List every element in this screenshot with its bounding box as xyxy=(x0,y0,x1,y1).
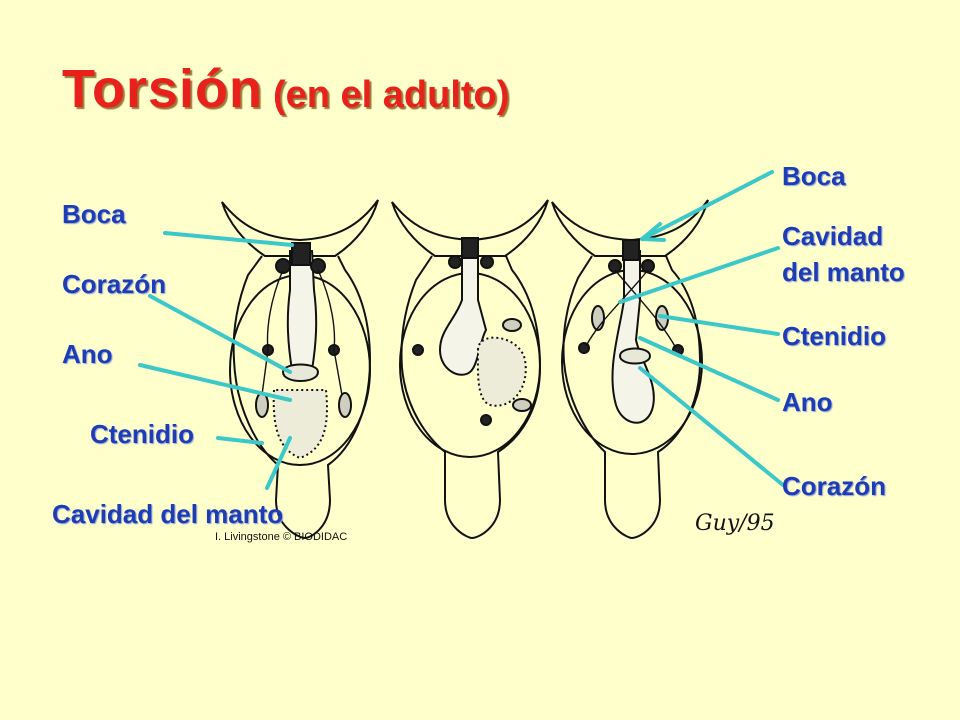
snail-2-mantle-cavity xyxy=(476,336,527,407)
snail-3-crossed-nerve-a xyxy=(614,269,677,349)
snail-twisting xyxy=(391,199,549,540)
label-right-ano: Ano xyxy=(782,387,833,417)
label-left-ctenidio: Ctenidio xyxy=(90,419,194,449)
snail-3-gut xyxy=(611,250,655,424)
label-left-boca: Boca xyxy=(62,199,126,229)
pointer-right-cavidad xyxy=(618,246,780,304)
pointer-right-ctenidio xyxy=(658,314,780,336)
snail-1-gill-r xyxy=(338,392,352,418)
snail-pre-torsion xyxy=(221,199,379,540)
snail-1-ganglion-r xyxy=(310,258,326,274)
title-main: Torsión xyxy=(62,59,263,119)
snail-1-mouth xyxy=(291,242,311,266)
snail-2-mouth xyxy=(461,237,479,259)
snail-3-heart xyxy=(618,347,652,365)
snail-2-ganglion-l xyxy=(448,255,462,269)
snail-1-ganglion-l xyxy=(275,258,291,274)
snail-1-heart xyxy=(281,363,320,382)
label-right-ctenidio: Ctenidio xyxy=(782,321,886,351)
snail-1-head xyxy=(221,199,379,257)
snail-post-torsion xyxy=(551,199,709,540)
snail-1-gill-l xyxy=(255,392,269,418)
label-right-cavidad-line1: Cavidad xyxy=(782,221,884,251)
pointer-left-ctenidio xyxy=(216,436,264,445)
snail-3-body xyxy=(562,255,702,540)
slide-title: Torsión(en el adulto) xyxy=(62,58,509,120)
snail-2-node-b xyxy=(480,414,492,426)
label-left-cavidad: Cavidad del manto xyxy=(52,499,284,529)
snail-1-mantle-cavity xyxy=(272,389,328,460)
snail-2-node-a xyxy=(412,344,424,356)
snail-3-ganglion-r xyxy=(641,259,655,273)
snail-2-gill-top xyxy=(502,318,522,332)
left-pointers xyxy=(138,231,294,490)
snail-1-nerve-l xyxy=(261,269,284,396)
label-right-cavidad-line2: del manto xyxy=(782,257,905,287)
pointer-right-corazon xyxy=(638,366,785,487)
snail-2-gill-bottom xyxy=(512,398,532,412)
snail-2-head xyxy=(391,199,549,257)
pointer-right-boca-arrowhead xyxy=(640,222,666,242)
snail-3-mouth xyxy=(622,239,640,261)
pointer-right-ano xyxy=(638,336,780,402)
pointer-left-cavidad xyxy=(265,436,292,490)
label-left-corazon: Corazón xyxy=(62,269,166,299)
title-sub: (en el adulto) xyxy=(272,74,510,116)
label-right-boca: Boca xyxy=(782,161,846,191)
label-left-ano: Ano xyxy=(62,339,113,369)
snail-3-head xyxy=(551,199,709,257)
pointer-left-corazon xyxy=(148,294,292,374)
right-pointers xyxy=(618,170,785,487)
snail-3-gill-l xyxy=(591,305,605,331)
snail-3-crossed-nerve-b xyxy=(585,269,649,347)
snail-1-nerve-r xyxy=(317,269,343,396)
pointer-right-boca xyxy=(646,170,774,238)
snail-2-ganglion-r xyxy=(480,255,494,269)
snail-3-ganglion-l xyxy=(608,259,622,273)
author-signature: Guy/95 xyxy=(695,511,775,536)
label-right-corazon: Corazón xyxy=(782,471,886,501)
pointer-left-boca xyxy=(163,231,294,247)
image-credit: I. Livingstone © BIODIDAC xyxy=(215,531,348,543)
pointer-left-ano xyxy=(138,363,292,402)
